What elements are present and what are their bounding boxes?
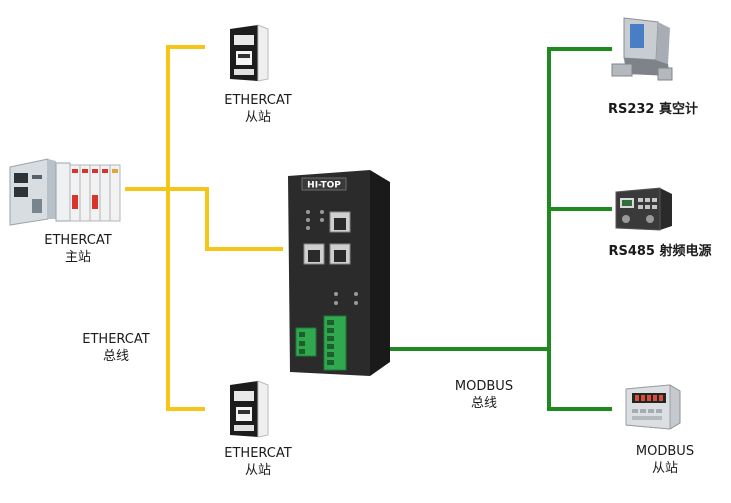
slave-bottom-label: ETHERCAT 从站 [224,446,292,478]
rs485-label: RS485 射频电源 [608,244,712,259]
ethercat-bus-label: ETHERCAT 总线 [82,332,150,364]
vacuum-gauge-icon [611,17,673,81]
modbus-slave-label: MODBUS 从站 [635,444,695,476]
gateway-brand: HI-TOP [307,181,341,191]
modbus-bus-lines [390,47,612,411]
ethercat-gateway-link [205,187,283,251]
plc-controller-icon [9,158,121,226]
servo-drive-icon [230,380,269,438]
modbus-trunk [547,47,612,411]
modbus-bus-label: MODBUS 总线 [454,379,514,411]
slave-top-label: ETHERCAT 从站 [224,93,292,125]
protocol-gateway-icon: HI-TOP [288,170,390,376]
servo-drive-icon [230,24,269,82]
rs232-label: RS232 真空计 [607,102,699,117]
ethercat-bus-lines [125,45,283,411]
ethercat-trunk [166,45,205,411]
rf-power-supply-icon [615,187,672,231]
weighing-indicator-icon [625,384,681,430]
master-label: ETHERCAT 主站 [44,233,112,265]
